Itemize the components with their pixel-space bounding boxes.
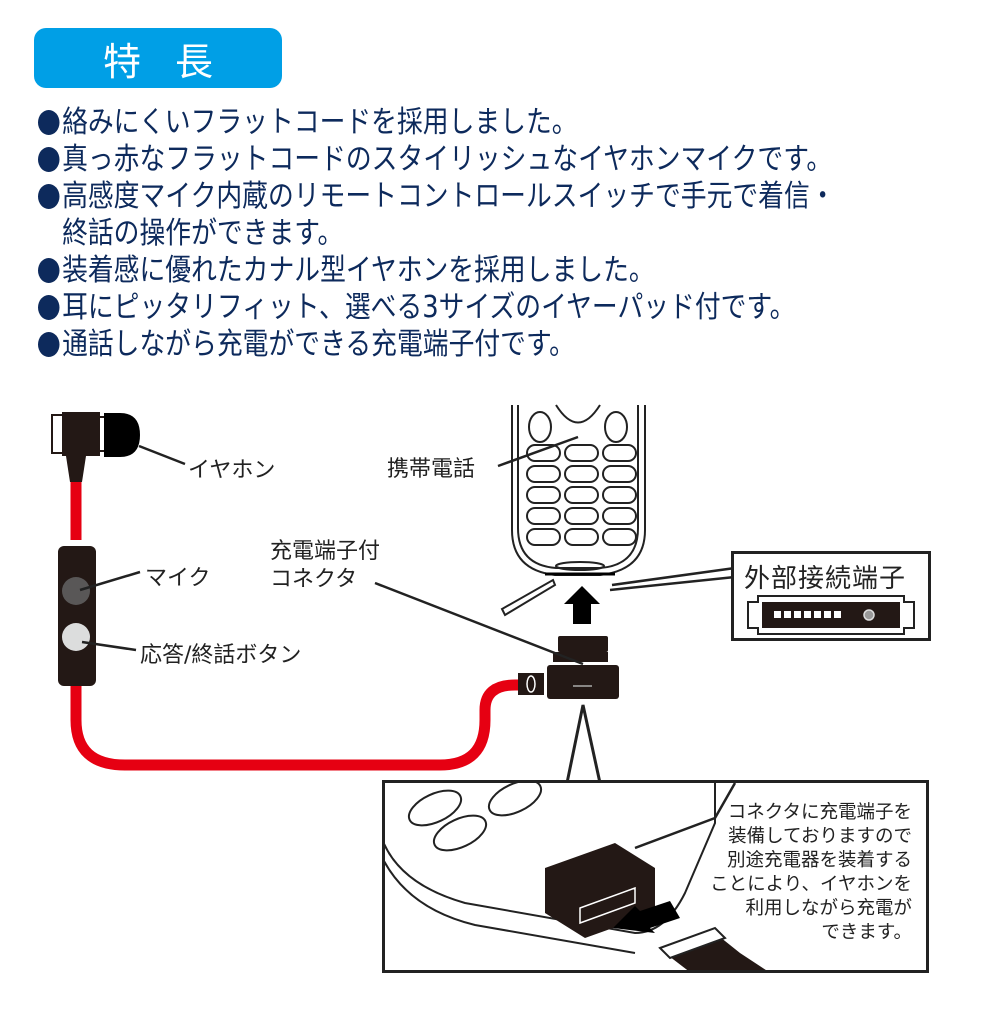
keypad-key — [602, 486, 637, 504]
features-heading: 特長 — [102, 39, 247, 84]
port-pin — [784, 611, 791, 618]
red-cord — [70, 470, 520, 771]
answer-button-label: 応答/終話ボタン — [140, 643, 302, 668]
keypad — [526, 444, 637, 546]
keypad-key — [564, 486, 599, 504]
keypad-key — [602, 465, 637, 483]
connector-icon — [518, 636, 619, 699]
feature-item: 真っ赤なフラットコードのスタイリッシュなイヤホンマイクです。 — [38, 141, 855, 178]
keypad-key — [564, 528, 599, 546]
external-port-label: 外部接続端子 — [744, 564, 907, 594]
feature-item: 高感度マイク内蔵のリモートコントロールスイッチで手元で着信・ — [38, 178, 855, 215]
keypad-key — [564, 465, 599, 483]
feature-list: 絡みにくいフラットコードを採用しました。 真っ赤なフラットコードのスタイリッシュ… — [38, 104, 855, 363]
port-pin — [794, 611, 801, 618]
external-port-icon — [747, 595, 915, 635]
keypad-key — [526, 528, 561, 546]
keypad-key — [564, 507, 599, 525]
charging-detail-illustration — [385, 783, 766, 970]
keypad-key — [526, 465, 561, 483]
feature-item: 耳にピッタリフィット、選べる3サイズのイヤーパッド付です。 — [38, 289, 855, 326]
connector-label: 充電端子付 コネクタ — [270, 539, 381, 592]
earphone-icon — [51, 412, 140, 482]
feature-item: 絡みにくいフラットコードを採用しました。 — [38, 104, 855, 141]
port-pin — [774, 611, 781, 618]
feature-item: 装着感に優れたカナル型イヤホンを採用しました。 — [38, 252, 855, 289]
earphone-label: イヤホン — [188, 458, 276, 483]
remote-control-icon — [58, 546, 96, 686]
keypad-key — [526, 486, 561, 504]
keypad-key — [564, 444, 599, 462]
port-pin — [814, 611, 821, 618]
mobile-phone-icon — [511, 404, 646, 576]
port-pin — [834, 611, 841, 618]
inset-description: コネクタに充電端子を 装備しておりますので 別途充電器を装着する ことにより、イ… — [710, 802, 912, 943]
port-pin — [804, 611, 811, 618]
feature-item: 通話しながら充電ができる充電端子付です。 — [38, 326, 855, 363]
mic-label: マイク — [145, 566, 211, 591]
features-heading-badge: 特長 — [34, 28, 282, 88]
keypad-key — [602, 528, 637, 546]
keypad-key — [526, 507, 561, 525]
external-port-callout: 外部接続端子 — [731, 551, 931, 641]
keypad-key — [602, 507, 637, 525]
feature-item-continuation: 終話の操作ができます。 — [62, 216, 344, 251]
keypad-key — [602, 444, 637, 462]
charger-arrow-icon — [613, 901, 680, 933]
insert-arrow-icon — [564, 586, 600, 624]
charging-detail-inset: コネクタに充電端子を 装備しておりますので 別途充電器を装着する ことにより、イ… — [382, 780, 929, 973]
phone-label: 携帯電話 — [387, 457, 476, 482]
keypad-key — [526, 444, 561, 462]
port-pin — [824, 611, 831, 618]
